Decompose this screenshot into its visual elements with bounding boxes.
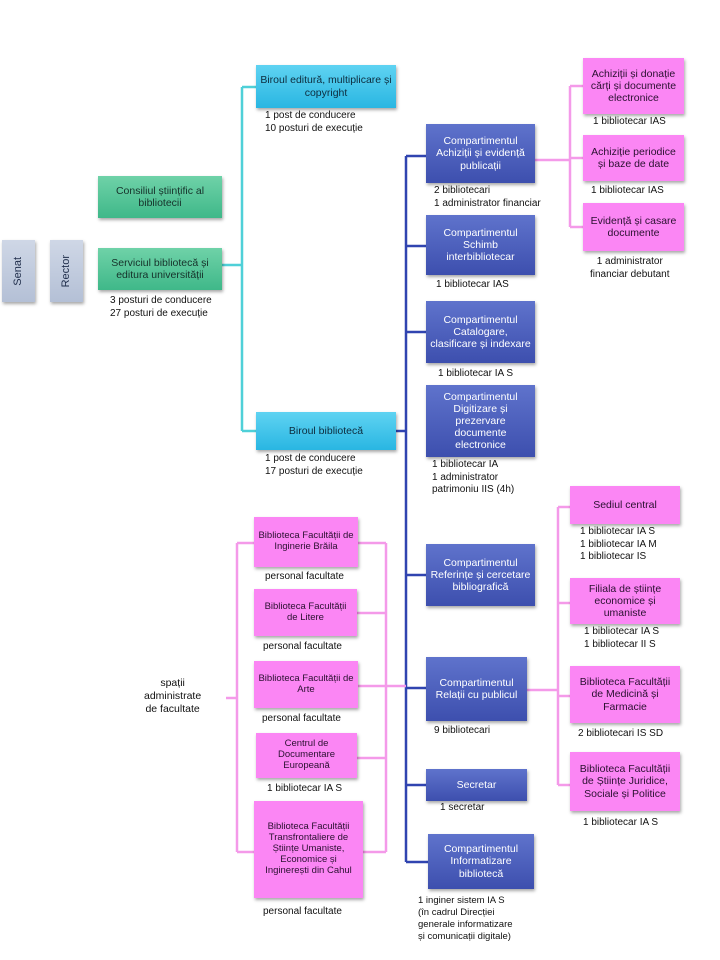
biblioteca-litere-box: Biblioteca Facultății de Litere	[254, 589, 357, 636]
consiliu-label: Consiliul științific al bibliotecii	[115, 184, 205, 209]
rector-box: Rector	[50, 240, 83, 302]
compartiment-digitizare-note: 1 bibliotecar IA 1 administrator patrimo…	[432, 459, 515, 495]
biblioteca-arte-label: Biblioteca Facultății de Arte	[258, 672, 354, 695]
compartiment-referinte-label: Compartimentul Referințe și cercetare bi…	[430, 556, 531, 594]
spatii-facultate-label: spații administrate de facultate	[144, 677, 202, 716]
compartiment-relatii-label: Compartimentul Relații cu publicul	[435, 676, 518, 701]
serviciu-note: 3 posturi de conducere 27 posturi de exe…	[110, 295, 212, 319]
sediul-central-note: 1 bibliotecar IA S 1 bibliotecar IA M 1 …	[580, 526, 657, 562]
filiala-note: 1 bibliotecar IA S 1 bibliotecar II S	[584, 626, 660, 650]
compartiment-schimb-note: 1 bibliotecar IAS	[436, 279, 509, 290]
blue-connectors	[396, 154, 428, 864]
biblioteca-arte-note: personal facultate	[262, 713, 341, 724]
serviciu-label: Serviciul bibliotecă și editura universi…	[111, 256, 209, 281]
centrul-documentare-note: 1 bibliotecar IA S	[267, 783, 343, 794]
birou-editura-label: Biroul editură, multiplicare și copyrigh…	[260, 74, 392, 99]
birou-biblioteca-label: Biroul bibliotecă	[288, 424, 364, 437]
biblioteca-cahul-label: Biblioteca Facultății Transfrontaliere d…	[265, 821, 352, 876]
achizitii-donatie-box: Achiziții și donație cărți și documente …	[583, 58, 684, 114]
compartiment-catalogare-note: 1 bibliotecar IA S	[438, 368, 514, 379]
biblioteca-juridice-box: Biblioteca Facultății de Științe Juridic…	[570, 752, 680, 811]
achizitii-evidenta-box: Evidență și casare documente	[583, 203, 684, 251]
compartiment-referinte-box: Compartimentul Referințe și cercetare bi…	[426, 544, 535, 606]
consiliu-box: Consiliul științific al bibliotecii	[98, 176, 222, 218]
filiala-box: Filiala de științe economice și umaniste	[570, 578, 680, 624]
rector-label: Rector	[60, 254, 73, 288]
compartiment-digitizare-box: Compartimentul Digitizare și prezervare …	[426, 385, 535, 457]
compartiment-catalogare-label: Compartimentul Catalogare, clasificare ș…	[430, 313, 531, 351]
birou-biblioteca-box: Biroul bibliotecă	[256, 412, 396, 450]
achizitii-periodice-box: Achiziție periodice și baze de date	[583, 135, 684, 181]
compartiment-schimb-box: Compartimentul Schimb interbibliotecar	[426, 215, 535, 275]
biblioteca-juridice-label: Biblioteca Facultății de Științe Juridic…	[579, 763, 671, 800]
pink-connectors	[226, 84, 583, 854]
secretar-box: Secretar	[426, 769, 527, 801]
compartiment-informatizare-box: Compartimentul Informatizare bibliotecă	[428, 834, 534, 889]
compartiment-relatii-note: 9 bibliotecari	[434, 725, 491, 736]
compartiment-schimb-label: Compartimentul Schimb interbibliotecar	[443, 226, 518, 264]
senat-box: Senat	[2, 240, 35, 302]
sediul-central-box: Sediul central	[570, 486, 680, 524]
achizitii-evidenta-note: 1 administrator financiar debutant	[590, 256, 670, 280]
achizitii-evidenta-label: Evidență și casare documente	[590, 214, 677, 239]
secretar-note: 1 secretar	[440, 802, 485, 813]
biblioteca-medicina-note: 2 bibliotecari IS SD	[578, 728, 664, 739]
achizitii-donatie-label: Achiziții și donație cărți și documente …	[590, 67, 677, 105]
biblioteca-arte-box: Biblioteca Facultății de Arte	[254, 661, 358, 708]
cyan-connectors	[222, 85, 256, 433]
centrul-documentare-box: Centrul de Documentare Europeană	[256, 733, 357, 778]
biblioteca-inginerie-label: Biblioteca Facultății de Inginerie Brăil…	[258, 530, 354, 552]
serviciu-box: Serviciul bibliotecă și editura universi…	[98, 248, 222, 290]
compartiment-achizitii-note: 2 bibliotecari 1 administrator financiar	[434, 185, 541, 209]
compartiment-relatii-box: Compartimentul Relații cu publicul	[426, 657, 527, 721]
achizitii-donatie-note: 1 bibliotecar IAS	[593, 116, 666, 127]
biblioteca-litere-label: Biblioteca Facultății de Litere	[264, 600, 347, 623]
compartiment-catalogare-box: Compartimentul Catalogare, clasificare ș…	[426, 301, 535, 363]
birou-editura-note: 1 post de conducere 10 posturi de execuț…	[265, 110, 363, 134]
filiala-label: Filiala de științe economice și umaniste	[588, 582, 662, 620]
biblioteca-juridice-note: 1 bibliotecar IA S	[583, 817, 659, 828]
compartiment-digitizare-label: Compartimentul Digitizare și prezervare …	[443, 390, 518, 452]
birou-editura-box: Biroul editură, multiplicare și copyrigh…	[256, 65, 396, 108]
biblioteca-cahul-box: Biblioteca Facultății Transfrontaliere d…	[254, 801, 363, 898]
secretar-label: Secretar	[456, 778, 497, 791]
senat-label: Senat	[12, 256, 25, 286]
compartiment-informatizare-label: Compartimentul Informatizare bibliotecă	[443, 843, 519, 880]
birou-biblioteca-note: 1 post de conducere 17 posturi de execuț…	[265, 453, 363, 477]
compartiment-informatizare-note: 1 inginer sistem IA S (în cadrul Direcți…	[418, 895, 513, 942]
biblioteca-medicina-label: Biblioteca Facultății de Medicină și Far…	[579, 676, 671, 713]
biblioteca-cahul-note: personal facultate	[263, 906, 342, 917]
achizitii-periodice-note: 1 bibliotecar IAS	[591, 185, 664, 196]
biblioteca-litere-note: personal facultate	[263, 641, 342, 652]
compartiment-achizitii-label: Compartimentul Achiziții și evidență pub…	[436, 135, 525, 172]
achizitii-periodice-label: Achiziție periodice și baze de date	[591, 145, 676, 170]
sediul-central-label: Sediul central	[593, 498, 657, 511]
centrul-documentare-label: Centrul de Documentare Europeană	[277, 738, 336, 771]
biblioteca-inginerie-note: personal facultate	[265, 571, 344, 582]
biblioteca-inginerie-box: Biblioteca Facultății de Inginerie Brăil…	[254, 517, 358, 567]
compartiment-achizitii-box: Compartimentul Achiziții și evidență pub…	[426, 124, 535, 183]
biblioteca-medicina-box: Biblioteca Facultății de Medicină și Far…	[570, 666, 680, 723]
